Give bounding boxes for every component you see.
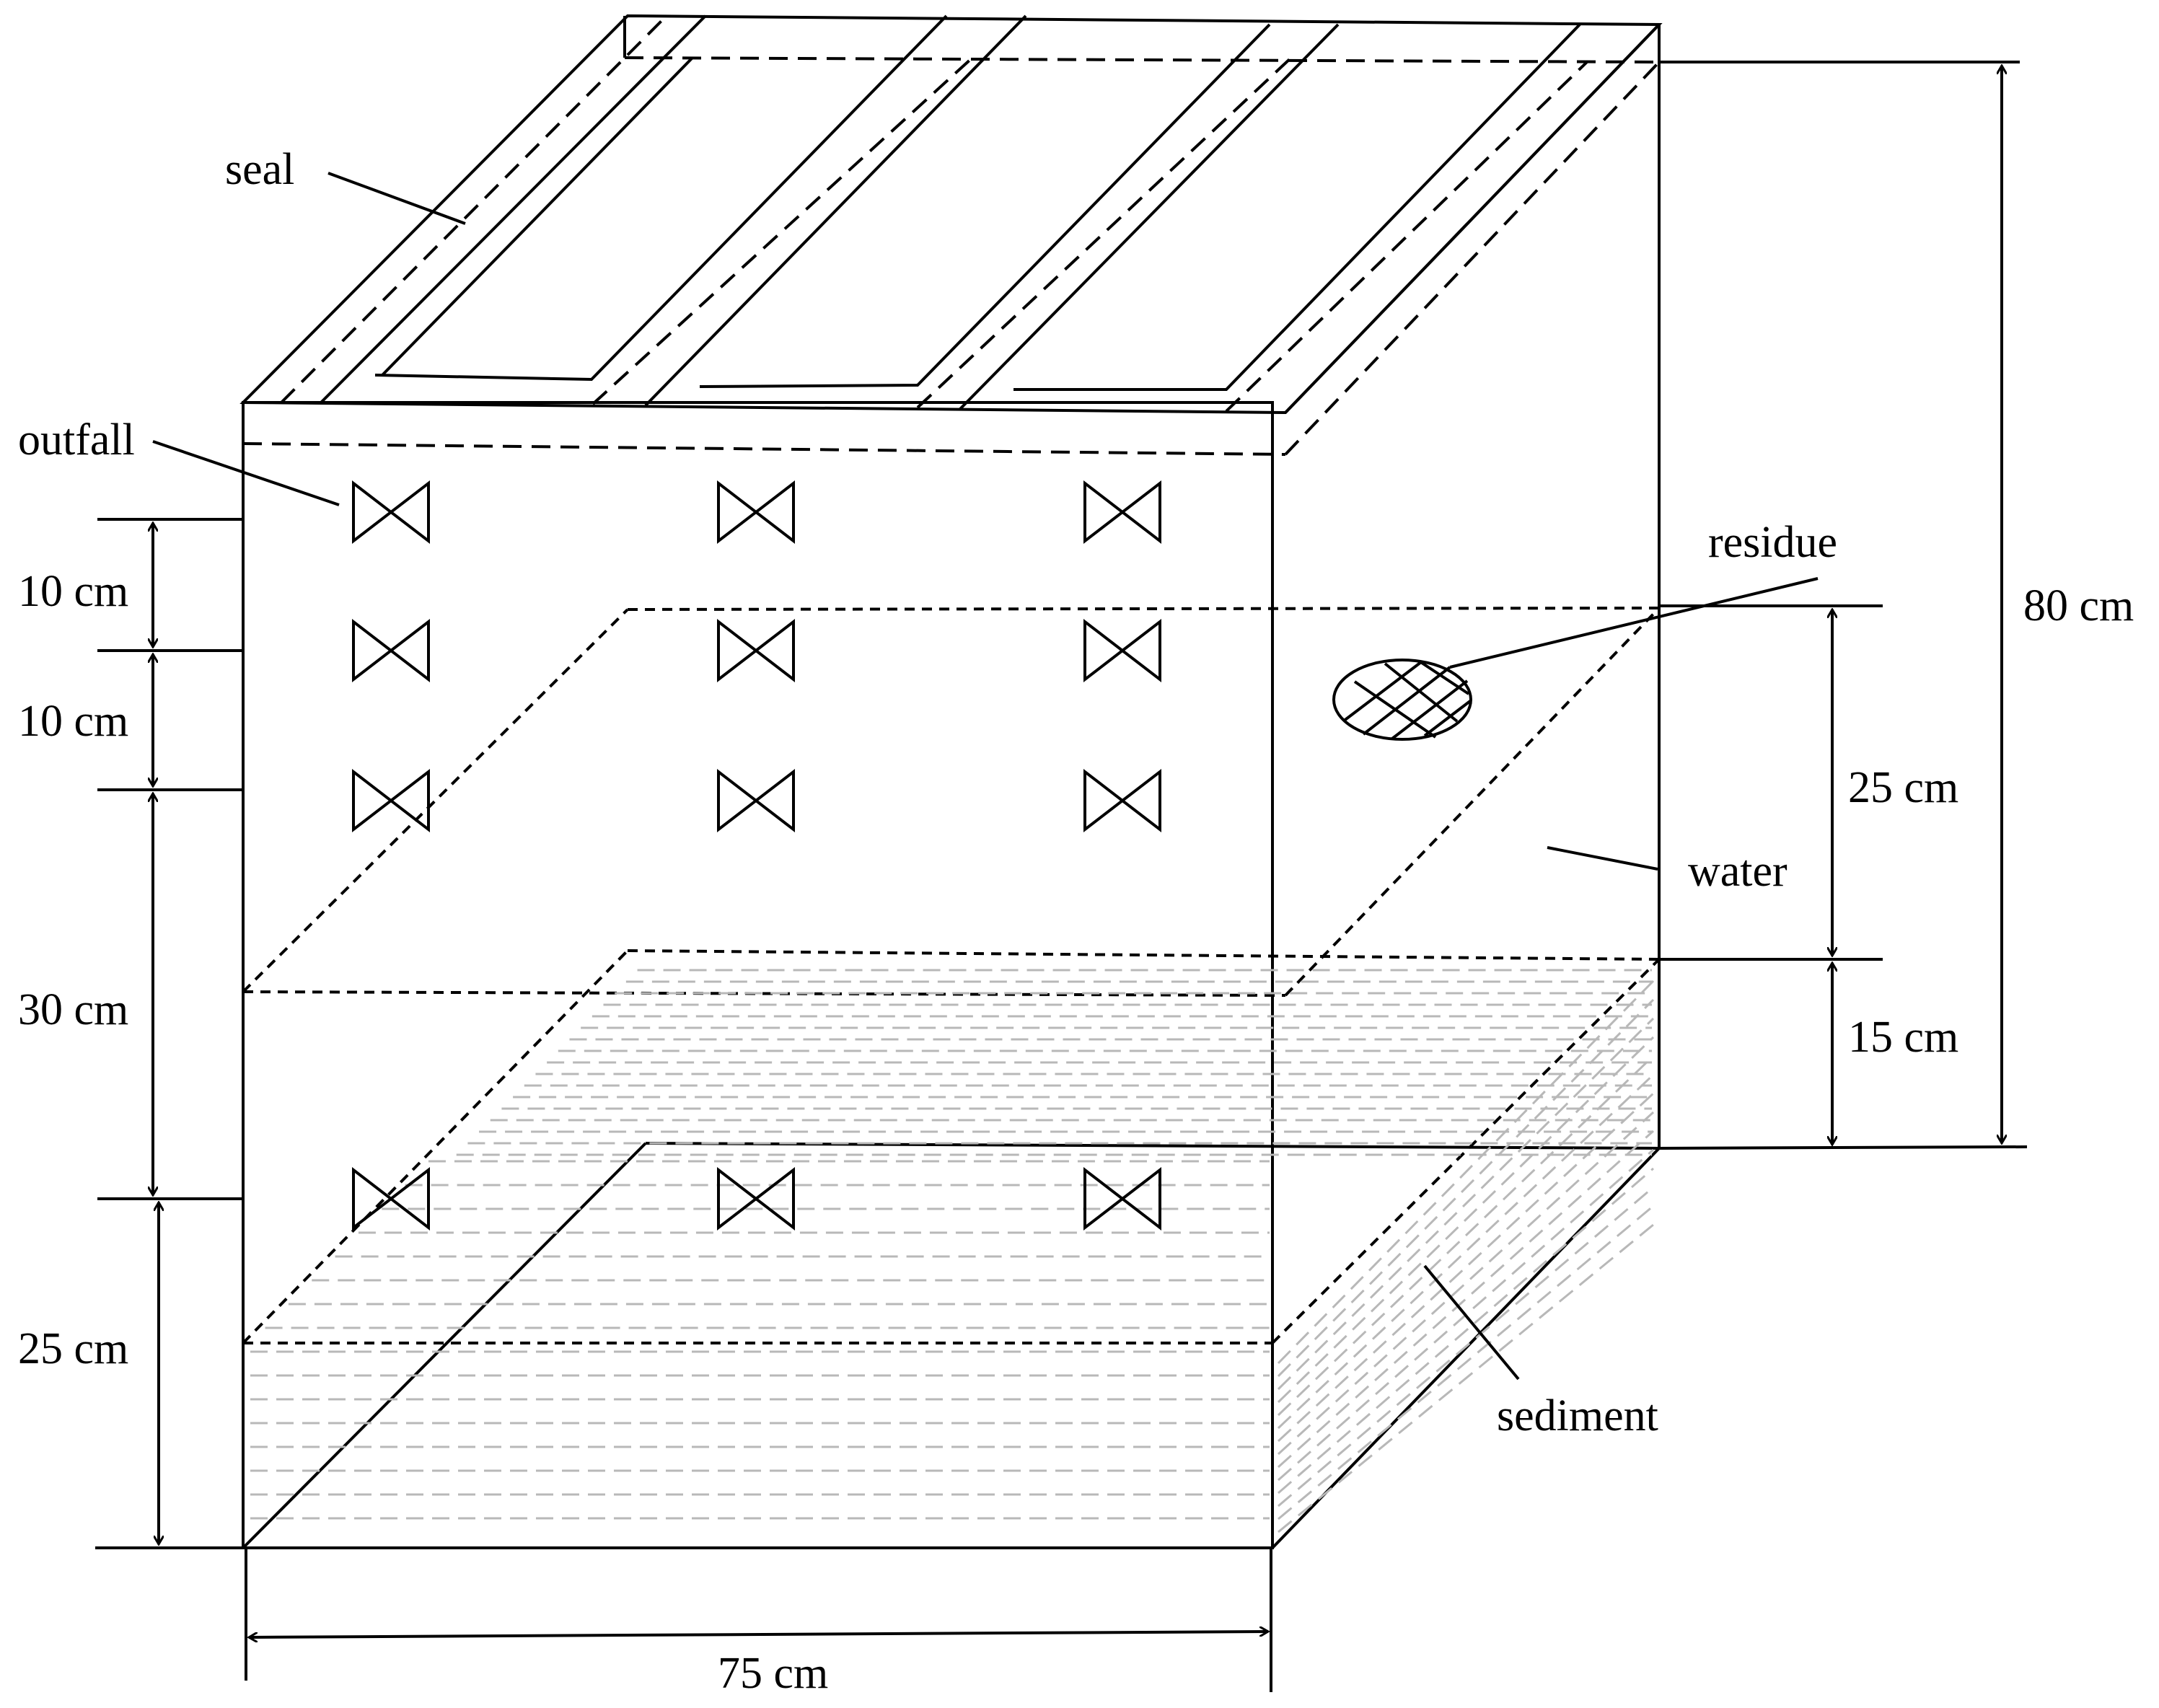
seal-lid [242,14,1661,456]
valve-icon [717,618,795,683]
sediment-hatch-side [1278,1223,1654,1533]
outfall-valves [352,480,1161,1231]
valve-icon [1083,618,1161,683]
valve-icon [1083,768,1161,833]
sediment-hatch-side [1277,998,1655,1378]
sediment-layer [242,949,1661,1549]
dim-outfall-gap-1: 10 cm [18,567,128,616]
sediment-leader [1423,1264,1520,1381]
sediment-hatch-side [1277,1111,1655,1456]
outfall-label: outfall [18,415,135,465]
valve-icon [717,768,795,833]
dim-width: 75 cm [718,1649,828,1698]
sediment-hatch-side [1277,980,1655,1365]
sediment-hatch-side [1277,1055,1655,1417]
bottom-right-edge [1271,1147,1661,1549]
valve-icon [352,768,430,833]
sediment-hatch-side [1277,1017,1655,1391]
top-face [239,14,1663,415]
valve-icon [717,1166,795,1231]
residue-label: residue [1708,518,1837,567]
sediment-hatch-side [1277,1036,1655,1404]
valve-icon [352,1166,430,1231]
dim-water-depth: 25 cm [1848,763,1958,812]
outfall-leader [152,440,340,506]
sediment-hatch-side [1277,1130,1655,1469]
dim-bottom-height: 25 cm [18,1324,128,1373]
dim-middle-height: 30 cm [18,985,128,1034]
valve-icon [352,618,430,683]
sediment-hatch-side [1278,1167,1654,1494]
sediment-hatch-side [1278,1205,1654,1520]
dimension-lines [95,61,2028,1692]
sediment-hatch-side [1277,1092,1655,1443]
water-leader [1547,846,1658,871]
leader-lines [152,172,1819,1381]
seal-leader [327,172,466,225]
valve-icon [1083,480,1161,545]
residue-bag-icon [1332,659,1472,741]
residue-leader [1449,577,1819,669]
dim-sediment-depth: 15 cm [1848,1013,1958,1062]
dim-total-height: 80 cm [2023,581,2134,630]
water-level [242,607,1661,997]
valve-icon [717,480,795,545]
sediment-hatch-side [1277,1073,1655,1430]
dim-outfall-gap-2: 10 cm [18,697,128,746]
sediment-label: sediment [1497,1391,1658,1440]
sediment-hatch-side [1278,1186,1654,1507]
seal-label: seal [225,145,294,194]
water-label: water [1688,847,1788,896]
valve-icon [1083,1166,1161,1231]
valve-icon [352,480,430,545]
